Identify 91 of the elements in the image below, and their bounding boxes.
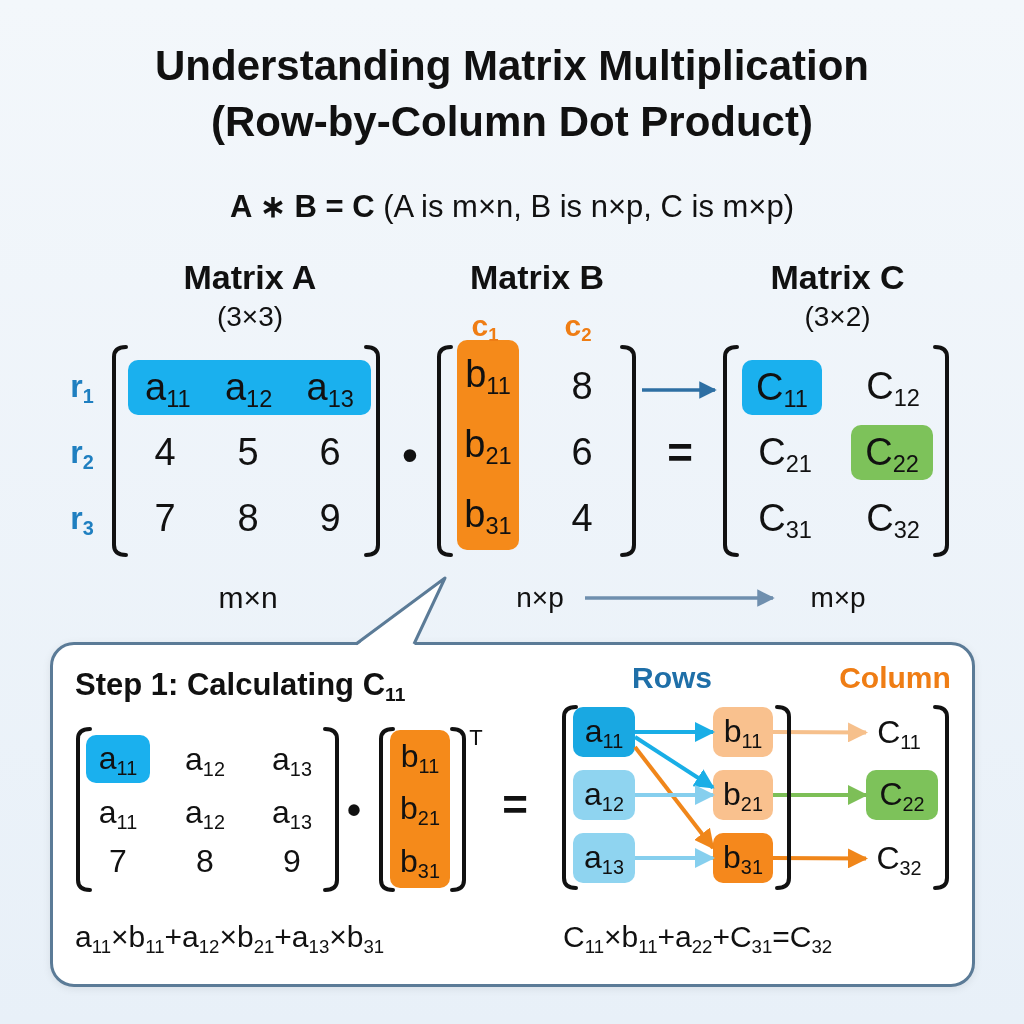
matrix-entry: a$_{12}$ xyxy=(185,795,225,831)
matrix-entry: 9 xyxy=(319,498,341,540)
matrix-entry: 8 xyxy=(196,844,214,880)
matrix-entry: b$_{31}$ xyxy=(723,840,763,876)
matrix-entry: 5 xyxy=(237,432,259,474)
matrix-entry: a$_{13}$ xyxy=(272,742,312,778)
matrix-size: (3×3) xyxy=(216,300,284,334)
matrix-entry: b$_{21}$ xyxy=(464,424,512,466)
matrix-entry: C$_{11}$ xyxy=(756,366,808,409)
matrix-entry: b$_{11}$ xyxy=(465,354,511,396)
operator-sign: = xyxy=(667,428,693,478)
arrow xyxy=(642,381,717,399)
matrix-entry: a$_{12}$ xyxy=(224,366,273,409)
matrix-entry: b$_{31}$ xyxy=(400,844,440,880)
matrix-entry: C$_{22}$ xyxy=(865,431,919,474)
highlighted-entry xyxy=(866,770,938,820)
matrix-entry: a$_{11}$ xyxy=(98,741,138,777)
matrix-entry: b$_{21}$ xyxy=(400,791,440,827)
highlighted-entry xyxy=(573,833,635,883)
section-heading: Rows xyxy=(632,660,712,694)
matrix-title: Matrix C xyxy=(770,257,905,298)
highlighted-entry xyxy=(573,707,635,757)
arrow xyxy=(635,785,715,805)
highlighted-entry xyxy=(86,735,150,783)
dimension-text: m×n xyxy=(218,580,278,614)
highlighted-entry xyxy=(713,707,773,757)
step-panel xyxy=(50,642,975,987)
row-label: r$_{3}$ xyxy=(70,501,94,537)
transpose-mark: T xyxy=(469,725,483,751)
matrix-entry: a$_{11}$ xyxy=(145,366,191,409)
highlighted-entry xyxy=(713,770,773,820)
highlighted-entry xyxy=(851,425,933,480)
matrix-entry: 6 xyxy=(319,432,341,474)
matrix-entry: 7 xyxy=(109,844,127,880)
formula: a$_{11}$×b$_{11}$+a$_{12}$×b$_{21}$+a$_{13}$×b$_{31}$ xyxy=(75,920,385,954)
matrix-title: Matrix A xyxy=(183,257,317,298)
arrow xyxy=(773,785,868,805)
column-label: c$_{2}$ xyxy=(564,308,592,342)
section-heading: Column xyxy=(839,660,951,694)
arrow xyxy=(585,589,775,607)
matrix-entry: 8 xyxy=(237,498,259,540)
matrix-entry: b$_{21}$ xyxy=(723,777,763,813)
column-label: c$_{1}$ xyxy=(471,308,499,342)
matrix-entry: 8 xyxy=(571,366,593,408)
row-label: r$_{2}$ xyxy=(70,435,94,471)
matrix-entry: 9 xyxy=(283,844,301,880)
matrix-size: (3×2) xyxy=(804,300,871,334)
matrix-entry: b$_{11}$ xyxy=(723,714,763,750)
matrix-title: Matrix B xyxy=(469,257,605,298)
highlighted-entry xyxy=(573,770,635,820)
arrow xyxy=(773,848,868,869)
step-heading: Step 1: Calculating C$_{11}$ xyxy=(75,667,406,703)
matrix-entry: C$_{21}$ xyxy=(758,432,812,474)
matrix-entry: 4 xyxy=(154,432,176,474)
highlighted-row xyxy=(128,360,371,415)
matrix-entry: 4 xyxy=(571,498,593,540)
arrow xyxy=(773,722,868,743)
highlighted-entry xyxy=(742,360,822,415)
dimension-text: n×p xyxy=(516,581,564,615)
matrix-entry: 7 xyxy=(154,498,176,540)
matrix-entry: a$_{13}$ xyxy=(584,840,624,876)
matrix-entry: a$_{12}$ xyxy=(185,742,225,778)
matrix-entry: C$_{31}$ xyxy=(758,498,812,540)
matrix-entry: C$_{11}$ xyxy=(877,714,921,751)
matrix-entry: C$_{32}$ xyxy=(866,498,920,540)
arrow xyxy=(635,722,715,742)
arrow xyxy=(633,735,715,790)
matrix-entry: b$_{11}$ xyxy=(400,738,440,774)
arrow xyxy=(633,745,715,850)
matrix-entry: a$_{12}$ xyxy=(584,777,624,813)
equation-subtitle: A ∗ B = C (A is m×n, B is n×p, C is m×p) xyxy=(229,189,795,225)
arrow xyxy=(635,848,715,868)
matrix-entry: b$_{31}$ xyxy=(464,494,512,536)
row-label: r$_{1}$ xyxy=(70,369,94,405)
matrix-entry: a$_{11}$ xyxy=(584,714,624,750)
matrix-entry: C$_{32}$ xyxy=(876,840,922,877)
matrix-entry: a$_{13}$ xyxy=(272,795,312,831)
operator-sign: • xyxy=(347,788,361,832)
matrix-entry: 6 xyxy=(571,432,593,474)
operator-sign: • xyxy=(402,430,418,480)
highlighted-column xyxy=(390,730,450,888)
formula: C$_{11}$×b$_{11}$+a$_{22}$+C$_{31}$=C$_{32}$ xyxy=(563,920,833,954)
highlighted-column xyxy=(457,340,519,550)
highlighted-entry xyxy=(713,833,773,883)
matrix-entry: C$_{22}$ xyxy=(879,777,925,813)
matrix-entry: a$_{13}$ xyxy=(306,366,354,409)
operator-sign: = xyxy=(502,780,528,830)
matrix-entry: a$_{11}$ xyxy=(98,795,138,831)
matrix-entry: C$_{12}$ xyxy=(866,366,920,408)
diagram-title: Understanding Matrix Multiplication (Row-by-Column Dot Product) xyxy=(154,41,870,147)
dimension-text: m×p xyxy=(810,581,866,615)
